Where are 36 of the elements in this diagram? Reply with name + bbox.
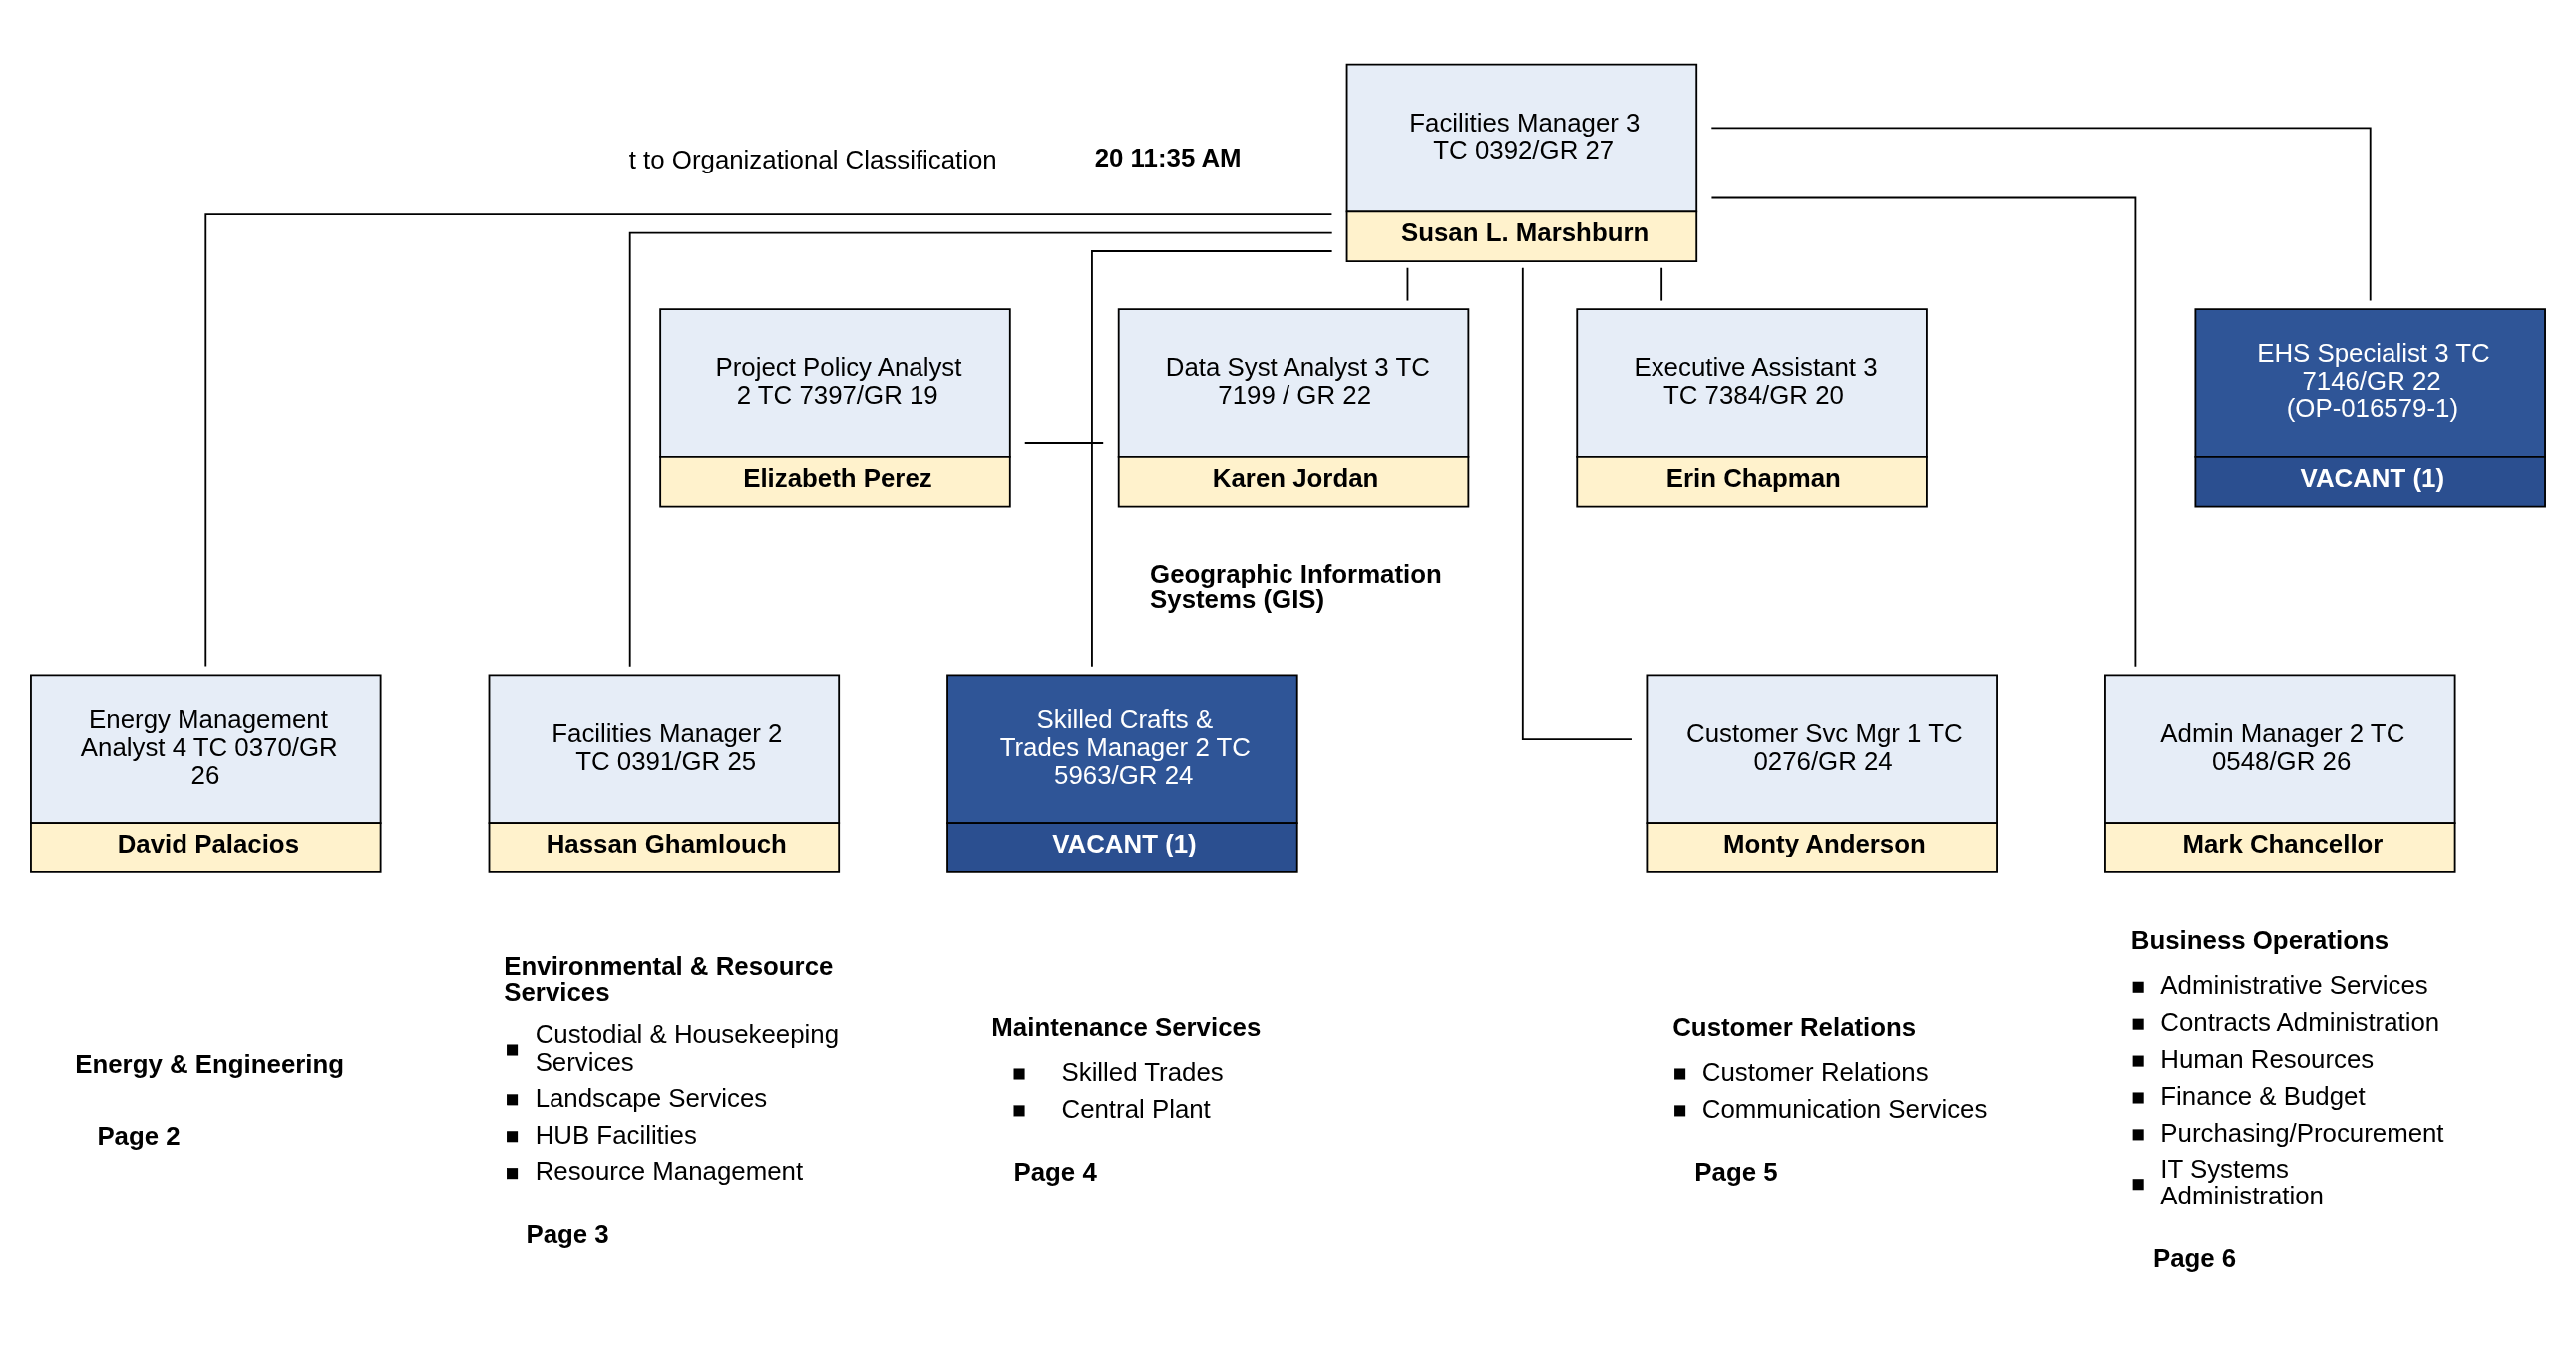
node-label: Environmental & Resource Services: [504, 951, 834, 1006]
node-label: Resource Management: [535, 1156, 804, 1185]
node-label: Page 3: [526, 1219, 609, 1248]
connector: [1406, 266, 1409, 301]
connector: [204, 212, 1333, 667]
node-label: Contracts Administration: [2160, 1007, 2440, 1036]
connector: [1091, 249, 1333, 668]
node-label: Administrative Services: [2160, 970, 2428, 999]
node-label: Page 2: [97, 1121, 181, 1149]
node-label: Maintenance Services: [991, 1012, 1262, 1041]
connector: [1710, 196, 2137, 668]
node-label: Skilled Trades: [1061, 1057, 1224, 1086]
node-label: IT Systems Administration: [2160, 1154, 2324, 1209]
label: 20 11:35 AM: [1094, 143, 1242, 172]
node-label: Page 5: [1694, 1157, 1778, 1186]
connector: [1023, 441, 1105, 444]
node-label: Finance & Budget: [2160, 1081, 2366, 1110]
node-label: Landscape Services: [535, 1083, 768, 1112]
connector: [1710, 126, 2372, 301]
node-label: Human Resources: [2160, 1044, 2375, 1073]
node-label: Geographic Information Systems (GIS): [1150, 559, 1442, 613]
node-label: Page 6: [2152, 1243, 2237, 1272]
node-label: Custodial & Housekeeping Services: [535, 1019, 840, 1076]
node-label: Business Operations: [2130, 925, 2390, 954]
node-label: Customer Relations: [1672, 1012, 1917, 1041]
node-label: HUB Facilities: [535, 1120, 697, 1149]
label: t to Organizational Classification: [628, 145, 997, 173]
connector: [628, 231, 1333, 668]
node-label: Central Plant: [1061, 1094, 1211, 1123]
node-label: Page 4: [1013, 1157, 1097, 1186]
node-label: Customer Relations: [1701, 1057, 1929, 1086]
connector: [1521, 266, 1633, 740]
node-label: Energy & Engineering: [75, 1049, 345, 1078]
node-label: Communication Services: [1701, 1094, 1988, 1123]
node-label: Purchasing/Procurement: [2160, 1118, 2444, 1147]
connector: [1660, 266, 1663, 301]
